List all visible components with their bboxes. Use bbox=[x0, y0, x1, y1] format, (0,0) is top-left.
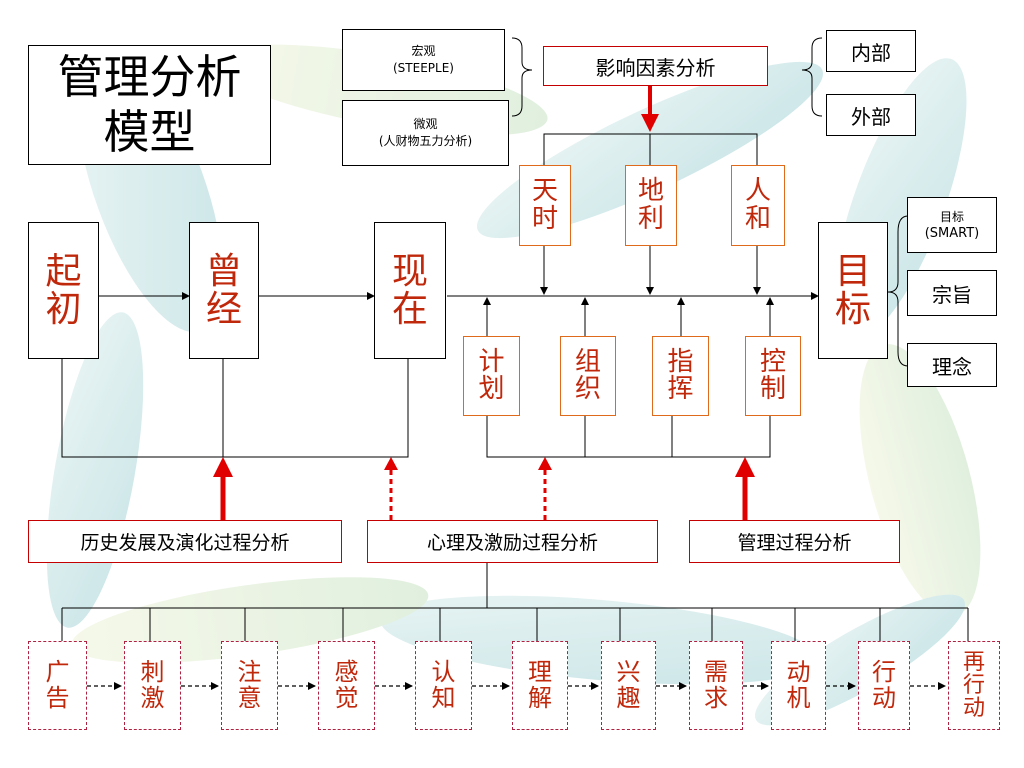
factor-timing: 天时 bbox=[531, 176, 558, 234]
title-box: 管理分析模型 bbox=[28, 45, 271, 165]
mgmt-plan: 计划 bbox=[478, 346, 505, 404]
chain-box-interest: 兴趣 bbox=[601, 641, 656, 730]
chain-box-motivation: 动机 bbox=[771, 641, 826, 730]
factor-box-location: 地利 bbox=[625, 165, 677, 246]
micro-title: 微观 bbox=[413, 117, 438, 132]
smart-sub: (SMART) bbox=[924, 225, 980, 241]
management-analysis-box: 管理过程分析 bbox=[689, 520, 900, 563]
chain-box-cognition: 认知 bbox=[415, 641, 472, 730]
mgmt-box-plan: 计划 bbox=[463, 336, 520, 416]
internal-label: 内部 bbox=[851, 40, 891, 65]
chain-box-sensation: 感觉 bbox=[318, 641, 375, 730]
chain-motivation: 动机 bbox=[786, 658, 811, 712]
history-analysis-box: 历史发展及演化过程分析 bbox=[28, 520, 342, 563]
purpose-box: 宗旨 bbox=[907, 270, 997, 316]
goal-box: 目标 bbox=[818, 222, 888, 359]
present-box: 现在 bbox=[374, 222, 446, 359]
psychology-analysis-box: 心理及激励过程分析 bbox=[367, 520, 658, 563]
origin-label: 起初 bbox=[45, 250, 82, 330]
micro-sub: (人财物五力分析) bbox=[378, 134, 473, 148]
macro-sub: (STEEPLE) bbox=[393, 61, 454, 75]
present-label: 现在 bbox=[391, 250, 428, 330]
chain-box-attention: 注意 bbox=[221, 641, 278, 730]
chain-box-understanding: 理解 bbox=[512, 641, 568, 730]
chain-cognition: 认知 bbox=[431, 658, 456, 712]
philosophy-label: 理念 bbox=[932, 354, 972, 379]
mgmt-box-control: 控制 bbox=[745, 336, 801, 416]
chain-box-ad: 广告 bbox=[28, 641, 87, 730]
internal-box: 内部 bbox=[826, 30, 916, 72]
external-box: 外部 bbox=[826, 94, 916, 136]
external-label: 外部 bbox=[851, 104, 891, 129]
chain-box-action: 行动 bbox=[858, 641, 910, 730]
macro-title: 宏观 bbox=[411, 44, 436, 59]
history-analysis-label: 历史发展及演化过程分析 bbox=[80, 532, 290, 554]
smart-title: 目标 bbox=[939, 210, 964, 225]
mgmt-control: 控制 bbox=[759, 346, 786, 404]
chain-box-reaction: 再行动 bbox=[948, 641, 1000, 730]
goal-label: 目标 bbox=[834, 250, 871, 330]
chain-interest: 兴趣 bbox=[616, 658, 641, 712]
mgmt-direct: 指挥 bbox=[667, 346, 694, 404]
mgmt-organize: 组织 bbox=[574, 346, 601, 404]
chain-understanding: 理解 bbox=[528, 658, 552, 712]
chain-stimulus: 刺激 bbox=[140, 658, 165, 712]
influence-analysis-label: 影响因素分析 bbox=[595, 55, 716, 80]
factor-location: 地利 bbox=[637, 176, 664, 234]
psychology-analysis-label: 心理及激励过程分析 bbox=[426, 532, 598, 554]
influence-analysis-box: 影响因素分析 bbox=[543, 46, 768, 86]
purpose-label: 宗旨 bbox=[932, 282, 972, 307]
philosophy-box: 理念 bbox=[907, 343, 997, 387]
chain-reaction: 再行动 bbox=[962, 649, 985, 722]
chain-box-stimulus: 刺激 bbox=[124, 641, 181, 730]
origin-box: 起初 bbox=[28, 222, 99, 359]
mgmt-box-organize: 组织 bbox=[560, 336, 616, 416]
chain-attention: 注意 bbox=[237, 658, 262, 712]
factor-harmony: 人和 bbox=[744, 176, 771, 234]
factor-box-timing: 天时 bbox=[519, 165, 571, 246]
chain-sensation: 感觉 bbox=[334, 658, 359, 712]
chain-ad: 广告 bbox=[45, 658, 70, 712]
chain-action: 行动 bbox=[872, 658, 896, 712]
macro-box: 宏观 (STEEPLE) bbox=[342, 29, 505, 91]
micro-box: 微观 (人财物五力分析) bbox=[342, 100, 509, 166]
management-analysis-label: 管理过程分析 bbox=[737, 532, 852, 554]
page-title: 管理分析模型 bbox=[57, 49, 242, 159]
mgmt-box-direct: 指挥 bbox=[652, 336, 709, 416]
past-box: 曾经 bbox=[189, 222, 259, 359]
chain-need: 需求 bbox=[704, 658, 728, 712]
smart-box: 目标 (SMART) bbox=[907, 197, 997, 253]
factor-box-harmony: 人和 bbox=[731, 165, 785, 246]
chain-box-need: 需求 bbox=[689, 641, 743, 730]
past-label: 曾经 bbox=[205, 250, 242, 330]
